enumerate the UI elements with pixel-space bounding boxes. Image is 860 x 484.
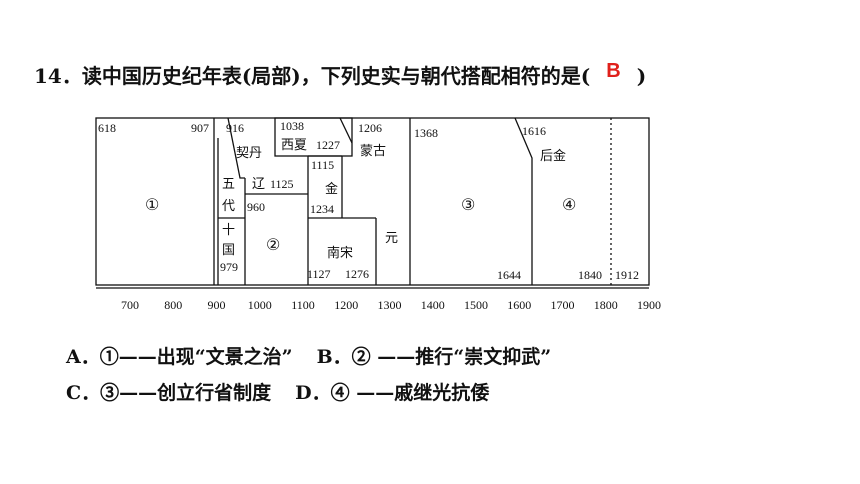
axis-tick-1900: 1900 <box>637 298 661 312</box>
label-960: 960 <box>247 200 265 214</box>
axis-tick-800: 800 <box>164 298 182 312</box>
label-1368: 1368 <box>414 126 438 140</box>
options-row-2: C．③——创立行省制度 D．④ ——戚继光抗倭 <box>66 378 489 405</box>
label-houjin: 后金 <box>540 148 566 163</box>
label-xixia: 西夏 <box>281 137 307 152</box>
label-1115: 1115 <box>311 158 334 172</box>
axis-tick-1200: 1200 <box>334 298 358 312</box>
label-1276: 1276 <box>345 267 369 281</box>
label-1038: 1038 <box>280 119 304 133</box>
axis-tick-1300: 1300 <box>378 298 402 312</box>
label-1912: 1912 <box>615 268 639 282</box>
label-907: 907 <box>191 121 209 135</box>
answer-mark: B <box>606 60 621 82</box>
label-1644: 1644 <box>497 268 521 282</box>
label-916: 916 <box>226 121 244 135</box>
label-618: 618 <box>98 121 116 135</box>
axis-tick-1100: 1100 <box>291 298 315 312</box>
period-marker-4: ④ <box>562 197 576 214</box>
label-dai: 代 <box>222 198 235 213</box>
axis-tick-1500: 1500 <box>464 298 488 312</box>
period-marker-1: ① <box>145 197 159 214</box>
label-nansong: 南宋 <box>327 245 353 260</box>
question-separator: ． <box>61 64 82 88</box>
axis-tick-1000: 1000 <box>248 298 272 312</box>
label-1234: 1234 <box>310 202 334 216</box>
axis-tick-900: 900 <box>208 298 226 312</box>
option-b-letter: B． <box>316 346 352 368</box>
label-1206: 1206 <box>358 121 382 135</box>
label-yuan: 元 <box>385 230 398 245</box>
option-d-letter: D． <box>295 382 331 404</box>
label-jin: 金 <box>325 181 338 196</box>
question-close-paren: ) <box>636 64 647 88</box>
label-menggu: 蒙古 <box>360 143 386 158</box>
axis-tick-1400: 1400 <box>421 298 445 312</box>
option-d-text: ④ ——戚继光抗倭 <box>330 382 490 404</box>
label-1127: 1127 <box>307 267 331 281</box>
option-c[interactable]: C．③——创立行省制度 <box>66 378 271 405</box>
label-liao: 辽 <box>252 176 265 191</box>
label-979: 979 <box>220 260 238 274</box>
option-c-text: ③——创立行省制度 <box>100 382 272 404</box>
axis-ticks: 700 800 900 1000 1100 1200 1300 1400 1500 1600 170… <box>121 298 661 312</box>
axis-tick-700: 700 <box>121 298 139 312</box>
label-guo: 国 <box>222 242 235 257</box>
option-a[interactable]: A．①——出现“文景之治” <box>66 342 293 369</box>
label-1227: 1227 <box>316 138 340 152</box>
axis-tick-1600: 1600 <box>507 298 531 312</box>
axis-tick-1700: 1700 <box>551 298 575 312</box>
option-b-text: ② ——推行“崇文抑武” <box>351 346 552 368</box>
options-row-1: A．①——出现“文景之治” B．② ——推行“崇文抑武” <box>66 342 551 369</box>
period-marker-3: ③ <box>461 197 475 214</box>
option-d[interactable]: D．④ ——戚继光抗倭 <box>295 378 489 405</box>
question-number: 14 <box>34 64 62 88</box>
period-marker-2: ② <box>266 237 280 254</box>
label-1840: 1840 <box>578 268 602 282</box>
label-qidan: 契丹 <box>236 145 262 160</box>
question-text: 读中国历史纪年表(局部)，下列史实与朝代搭配相符的是( <box>81 64 591 88</box>
option-a-letter: A． <box>66 346 100 368</box>
divider-1644 <box>514 117 533 285</box>
divider-qidan <box>227 117 245 179</box>
option-a-text: ①——出现“文景之治” <box>99 346 293 368</box>
timeline-frame <box>95 117 650 286</box>
label-wu: 五 <box>222 176 235 191</box>
divider-menggu <box>339 117 353 144</box>
option-b[interactable]: B．② ——推行“崇文抑武” <box>317 342 552 369</box>
label-shi: 十 <box>222 222 235 237</box>
label-1125: 1125 <box>270 177 294 191</box>
axis-tick-1800: 1800 <box>594 298 618 312</box>
label-1616: 1616 <box>522 124 546 138</box>
question-stem: 14．读中国历史纪年表(局部)，下列史实与朝代搭配相符的是( B) <box>34 60 646 89</box>
option-c-letter: C． <box>66 382 101 404</box>
